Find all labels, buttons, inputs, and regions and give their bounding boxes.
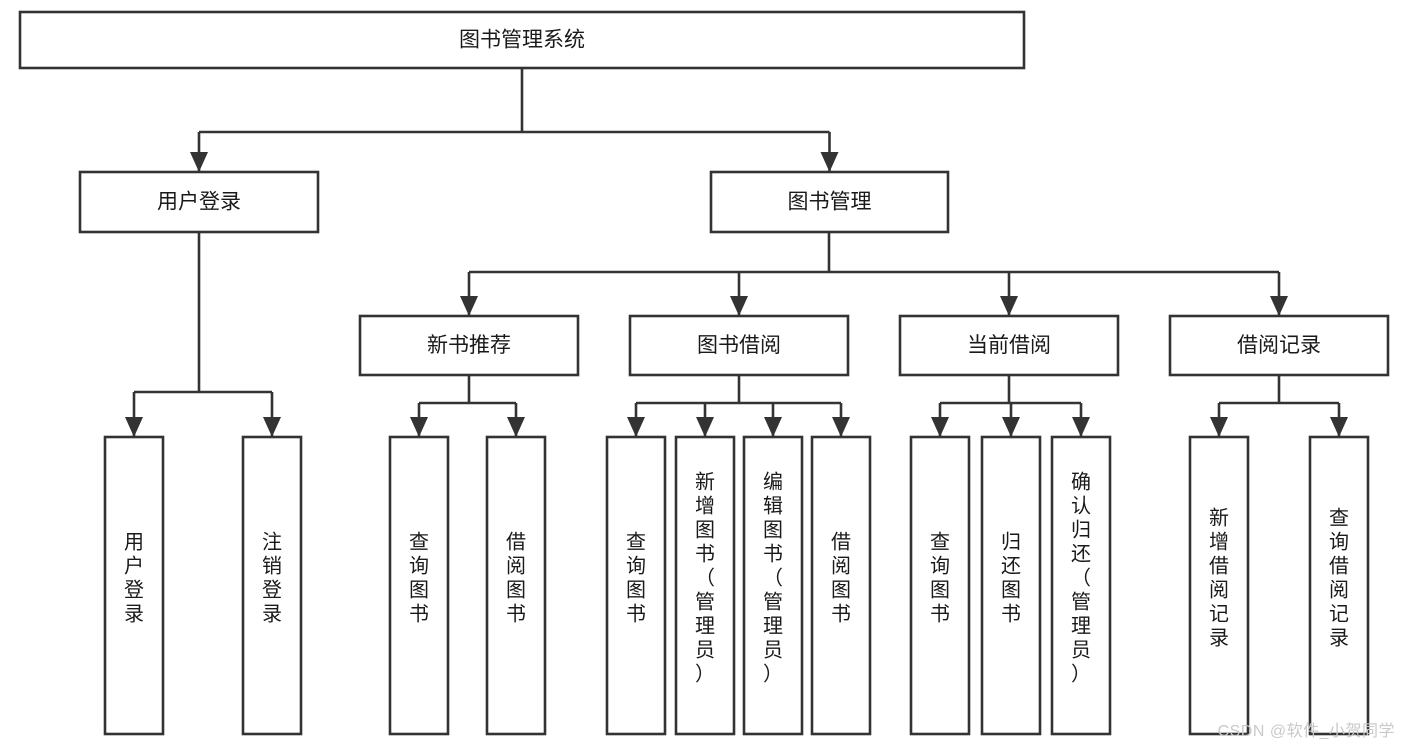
node-label-leaf-query-book-3: 查询图书 xyxy=(930,531,950,626)
node-box-leaf-query-book-1[interactable] xyxy=(388,435,450,736)
node-label-login: 用户登录 xyxy=(157,191,241,214)
node-label-borrow: 图书借阅 xyxy=(697,334,781,357)
node-box-bookmgmt[interactable] xyxy=(709,170,950,234)
node-label-leaf-user-login: 用户登录 xyxy=(124,532,144,626)
node-box-leaf-borrow-book-1[interactable] xyxy=(485,435,547,736)
conn-borrow-to-leaves xyxy=(627,375,850,437)
conn-current-to-leaves xyxy=(931,375,1090,437)
node-label-records: 借阅记录 xyxy=(1237,334,1321,357)
node-label-leaf-query-record: 查询借阅记录 xyxy=(1329,507,1349,650)
node-box-leaf-add-book[interactable] xyxy=(674,435,736,736)
conn-root-to-level2 xyxy=(190,68,839,172)
node-leaf-query-book-2[interactable]: 查询图书 xyxy=(605,435,667,736)
node-leaf-query-book-3[interactable]: 查询图书 xyxy=(909,435,971,736)
node-label-leaf-borrow-book-2: 借阅图书 xyxy=(831,531,851,626)
node-records[interactable]: 借阅记录 xyxy=(1168,314,1390,377)
node-box-login[interactable] xyxy=(78,170,320,234)
node-box-leaf-return-book[interactable] xyxy=(980,435,1042,736)
node-label-leaf-confirm-return: 确认归还（管理员） xyxy=(1071,471,1091,686)
node-label-leaf-edit-book: 编辑图书（管理员） xyxy=(763,471,783,686)
node-box-records[interactable] xyxy=(1168,314,1390,377)
node-newbook[interactable]: 新书推荐 xyxy=(358,314,580,377)
node-label-leaf-user-logout: 注销登录 xyxy=(262,531,282,626)
node-label-leaf-add-book: 新增图书（管理员） xyxy=(695,471,715,686)
node-box-borrow[interactable] xyxy=(628,314,850,377)
node-leaf-borrow-book-1[interactable]: 借阅图书 xyxy=(485,435,547,736)
node-box-leaf-user-login[interactable] xyxy=(103,435,165,736)
conn-login-to-leaves xyxy=(125,232,281,437)
node-box-leaf-edit-book[interactable] xyxy=(742,435,804,736)
node-label-leaf-query-book-2: 查询图书 xyxy=(626,531,646,626)
node-label-leaf-query-book-1: 查询图书 xyxy=(409,531,429,626)
node-leaf-borrow-book-2[interactable]: 借阅图书 xyxy=(810,435,872,736)
node-login[interactable]: 用户登录 xyxy=(78,170,320,234)
node-root[interactable]: 图书管理系统 xyxy=(18,10,1026,70)
watermark-text: CSDN @软件_小贺同学 xyxy=(1217,723,1395,740)
node-leaf-add-record[interactable]: 新增借阅记录 xyxy=(1188,435,1250,736)
node-leaf-edit-book[interactable]: 编辑图书（管理员） xyxy=(742,435,804,736)
node-bookmgmt[interactable]: 图书管理 xyxy=(709,170,950,234)
connector-layer xyxy=(125,68,1348,437)
node-leaf-add-book[interactable]: 新增图书（管理员） xyxy=(674,435,736,736)
node-label-current: 当前借阅 xyxy=(967,334,1051,357)
node-current[interactable]: 当前借阅 xyxy=(898,314,1120,377)
node-leaf-return-book[interactable]: 归还图书 xyxy=(980,435,1042,736)
node-label-root: 图书管理系统 xyxy=(459,29,585,52)
conn-newbook-to-leaves xyxy=(410,375,525,437)
node-box-leaf-query-book-2[interactable] xyxy=(605,435,667,736)
node-leaf-confirm-return[interactable]: 确认归还（管理员） xyxy=(1050,435,1112,736)
node-box-current[interactable] xyxy=(898,314,1120,377)
node-label-leaf-return-book: 归还图书 xyxy=(1001,531,1021,626)
node-box-root[interactable] xyxy=(18,10,1026,70)
node-leaf-user-login[interactable]: 用户登录 xyxy=(103,435,165,736)
node-box-leaf-query-book-3[interactable] xyxy=(909,435,971,736)
conn-bookmgmt-to-level3 xyxy=(460,232,1288,316)
node-label-leaf-borrow-book-1: 借阅图书 xyxy=(506,531,526,626)
node-box-leaf-add-record[interactable] xyxy=(1188,435,1250,736)
node-layer: 图书管理系统用户登录图书管理新书推荐图书借阅当前借阅借阅记录用户登录注销登录查询… xyxy=(18,10,1390,736)
node-box-leaf-user-logout[interactable] xyxy=(241,435,303,736)
node-leaf-user-logout[interactable]: 注销登录 xyxy=(241,435,303,736)
node-borrow[interactable]: 图书借阅 xyxy=(628,314,850,377)
node-box-leaf-query-record[interactable] xyxy=(1308,435,1370,736)
node-leaf-query-book-1[interactable]: 查询图书 xyxy=(388,435,450,736)
node-box-leaf-borrow-book-2[interactable] xyxy=(810,435,872,736)
node-label-newbook: 新书推荐 xyxy=(427,334,511,357)
node-leaf-query-record[interactable]: 查询借阅记录 xyxy=(1308,435,1370,736)
node-label-leaf-add-record: 新增借阅记录 xyxy=(1209,507,1229,650)
node-label-bookmgmt: 图书管理 xyxy=(788,191,872,214)
conn-records-to-leaves xyxy=(1210,375,1348,437)
node-box-newbook[interactable] xyxy=(358,314,580,377)
node-box-leaf-confirm-return[interactable] xyxy=(1050,435,1112,736)
